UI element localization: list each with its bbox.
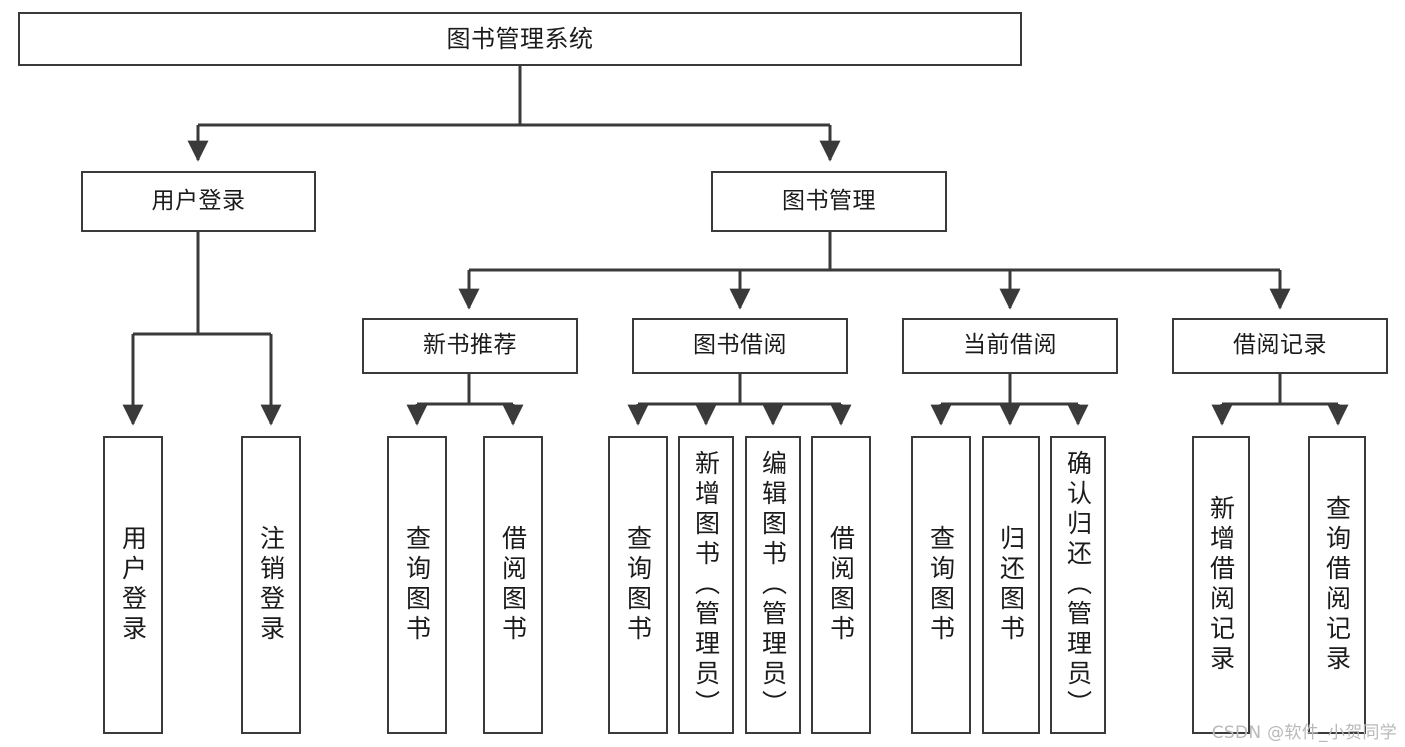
leaf-confirm-return-admin[interactable]: 确认归还（管理员） [1050,436,1106,734]
node-label: 查询借阅记录 [1322,495,1352,675]
node-label: 借阅图书 [498,525,528,645]
leaf-add-book-admin[interactable]: 新增图书（管理员） [678,436,734,734]
node-label: 查询图书 [623,525,653,645]
node-new-book-recommend[interactable]: 新书推荐 [362,318,578,374]
node-root-book-management-system[interactable]: 图书管理系统 [18,12,1022,66]
node-label: 当前借阅 [963,332,1057,359]
leaf-edit-book-admin[interactable]: 编辑图书（管理员） [745,436,801,734]
node-label: 借阅记录 [1233,332,1327,359]
node-label: 查询图书 [402,525,432,645]
node-label: 图书借阅 [693,332,787,359]
leaf-borrow-book-recommend[interactable]: 借阅图书 [483,436,543,734]
node-label: 新增图书（管理员） [691,450,721,720]
leaf-query-book-current[interactable]: 查询图书 [911,436,971,734]
node-label: 图书管理 [782,187,876,214]
leaf-add-borrow-record[interactable]: 新增借阅记录 [1192,436,1250,734]
node-label: 新书推荐 [423,332,517,359]
node-label: 用户登录 [118,525,148,645]
node-label: 注销登录 [256,525,286,645]
leaf-query-borrow-record[interactable]: 查询借阅记录 [1308,436,1366,734]
leaf-logout[interactable]: 注销登录 [241,436,301,734]
node-label: 新增借阅记录 [1206,495,1236,675]
node-label: 归还图书 [996,525,1026,645]
node-user-login[interactable]: 用户登录 [81,171,316,232]
node-label: 用户登录 [151,187,246,214]
node-label: 图书管理系统 [446,24,594,53]
leaf-user-login[interactable]: 用户登录 [103,436,163,734]
node-borrow-record[interactable]: 借阅记录 [1172,318,1388,374]
node-book-management[interactable]: 图书管理 [711,171,947,232]
node-label: 借阅图书 [826,525,856,645]
node-label: 确认归还（管理员） [1063,450,1093,720]
node-label: 编辑图书（管理员） [758,450,788,720]
leaf-query-book-recommend[interactable]: 查询图书 [387,436,447,734]
leaf-return-book[interactable]: 归还图书 [982,436,1040,734]
node-label: 查询图书 [926,525,956,645]
node-book-borrow[interactable]: 图书借阅 [632,318,848,374]
leaf-borrow-book[interactable]: 借阅图书 [811,436,871,734]
csdn-watermark: CSDN @软件_小贺同学 [1211,723,1397,743]
leaf-query-book-borrow[interactable]: 查询图书 [608,436,668,734]
node-current-borrow[interactable]: 当前借阅 [902,318,1118,374]
